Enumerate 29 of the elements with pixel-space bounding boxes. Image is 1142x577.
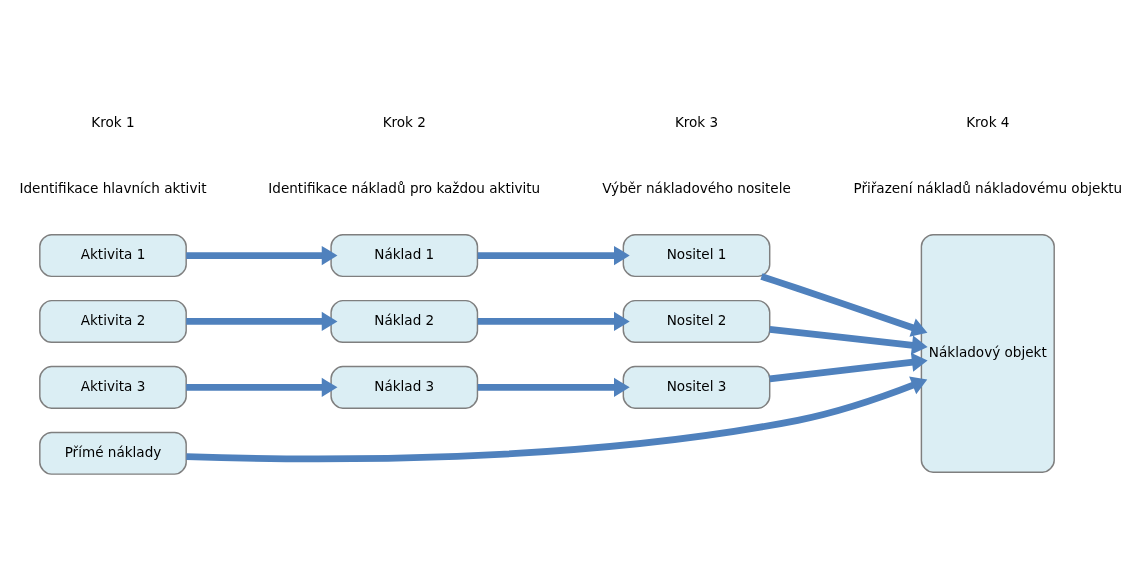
label: Krok 1 xyxy=(91,114,135,131)
label: Krok 4 xyxy=(966,114,1010,131)
arrow xyxy=(477,245,630,266)
arrow xyxy=(186,377,338,397)
node-box: Nositel 2 xyxy=(622,299,771,344)
label: Přiřazení nákladů nákladovému objektu xyxy=(853,180,1123,197)
arrow xyxy=(477,377,630,397)
node-box: Přímé náklady xyxy=(39,431,187,475)
label: Výběr nákladového nositele xyxy=(602,180,791,197)
arrow xyxy=(186,311,338,332)
arrow xyxy=(186,245,338,266)
node-box: Náklad 3 xyxy=(330,365,479,409)
node-box: Náklad 1 xyxy=(330,233,479,278)
node-box: Nositel 3 xyxy=(622,365,771,409)
arrow xyxy=(760,273,928,337)
arrow xyxy=(477,311,630,332)
node-box: Aktivita 2 xyxy=(39,299,187,344)
arrow xyxy=(186,376,928,463)
node-box: Náklad 2 xyxy=(330,299,479,344)
node-box: Aktivita 1 xyxy=(39,233,187,278)
node-box: Nositel 1 xyxy=(622,233,771,278)
label: Krok 2 xyxy=(382,114,426,131)
label: Krok 3 xyxy=(674,114,719,131)
arrow xyxy=(769,326,928,355)
arrow xyxy=(769,352,928,383)
node-box: Aktivita 3 xyxy=(39,365,187,409)
label: Identifikace hlavních aktivit xyxy=(19,180,207,197)
label: Identifikace nákladů pro každou aktivitu xyxy=(268,180,541,197)
node-box: Nákladový objekt xyxy=(920,233,1055,473)
